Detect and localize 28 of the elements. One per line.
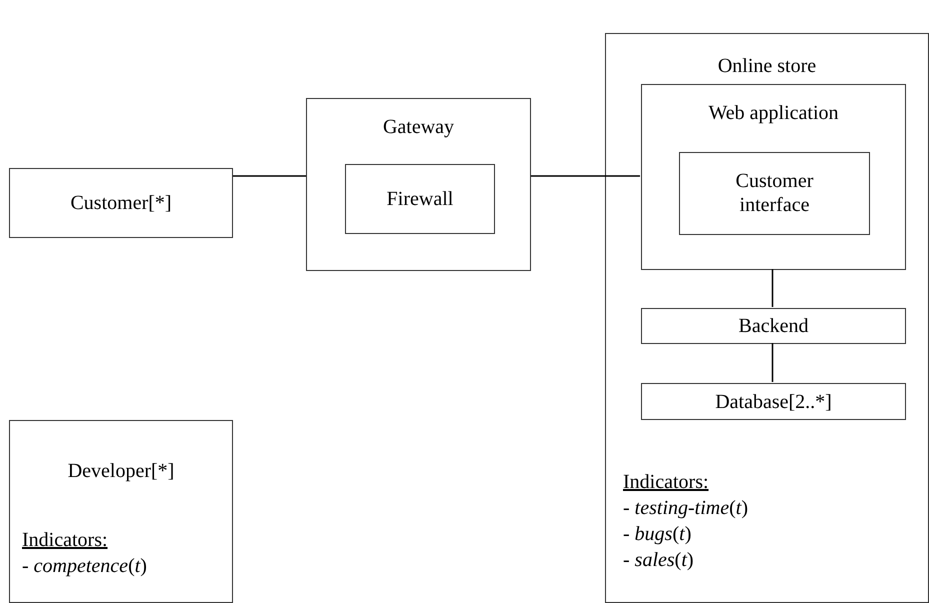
indicator-item: - competence(t) — [22, 554, 147, 579]
actor-box — [9, 168, 233, 238]
connector-line — [772, 269, 774, 307]
node-label: Database[2..*] — [714, 390, 833, 414]
node-label: Customer[*] — [69, 191, 173, 215]
system-box — [605, 33, 929, 603]
node-label: Customer interface — [734, 169, 814, 217]
actor-box — [9, 420, 233, 603]
indicator-item: - sales(t) — [623, 548, 694, 573]
node-label: Web application — [707, 101, 840, 125]
component-box — [306, 98, 531, 271]
connector-line — [233, 175, 306, 177]
node-label: Gateway — [382, 115, 456, 139]
connector-line — [772, 343, 774, 382]
node-label: Online store — [716, 54, 818, 78]
indicators-heading: Indicators: — [623, 470, 709, 495]
connector-line — [531, 175, 640, 177]
component-box — [641, 84, 906, 270]
component-box — [679, 152, 870, 235]
component-box — [345, 164, 495, 234]
indicators-heading: Indicators: — [22, 528, 108, 553]
indicator-item: - testing-time(t) — [623, 496, 748, 521]
component-box — [641, 383, 906, 420]
node-label: Firewall — [386, 187, 454, 211]
component-box — [641, 308, 906, 344]
indicator-item: - bugs(t) — [623, 522, 692, 547]
node-label: Developer[*] — [66, 459, 176, 483]
node-label: Backend — [738, 314, 810, 338]
